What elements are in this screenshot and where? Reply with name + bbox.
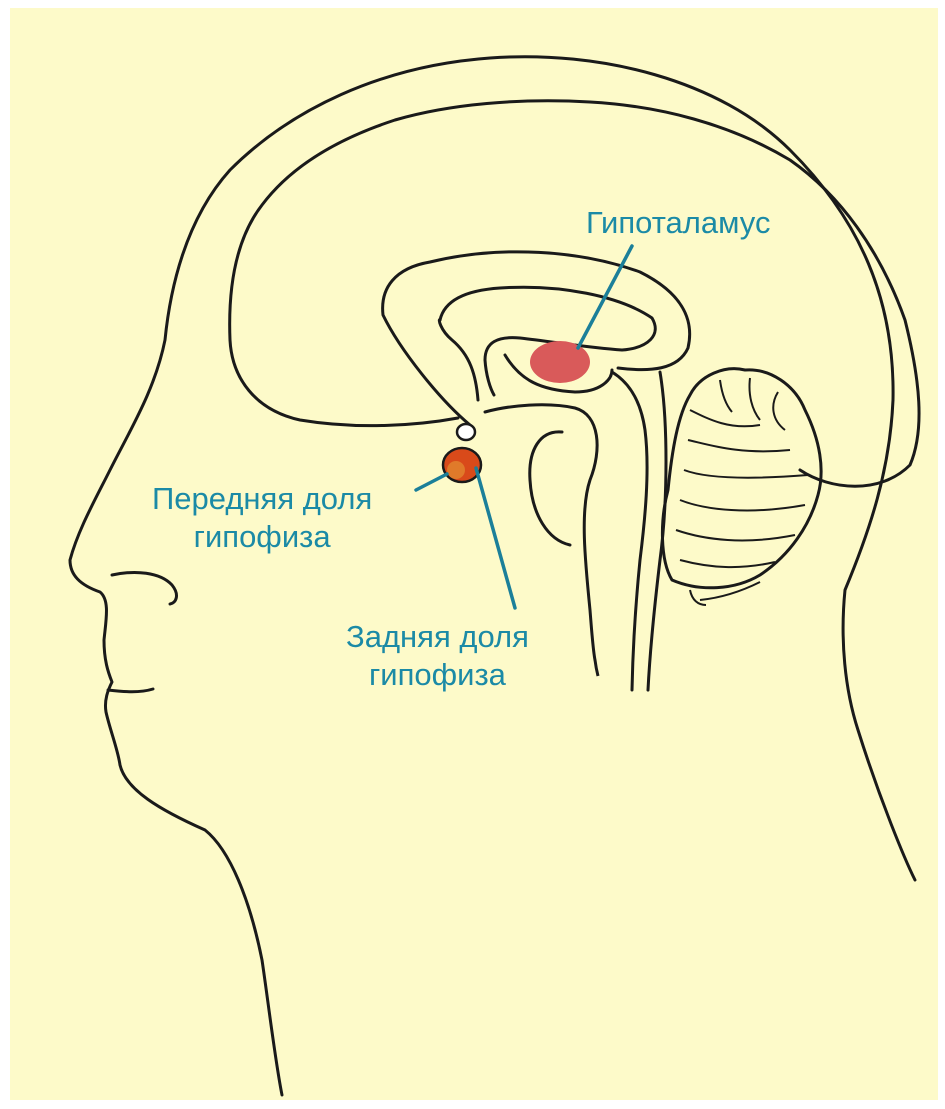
optic-chiasm	[457, 424, 475, 440]
anterior-pituitary-label: Передняя доля гипофиза	[152, 480, 372, 556]
background-panel	[10, 8, 938, 1100]
hypothalamus-region	[530, 341, 590, 383]
hypothalamus-label-text: Гипоталамус	[586, 204, 770, 242]
posterior-pituitary-label: Задняя доля гипофиза	[346, 618, 529, 694]
posterior-pituitary-label-line1: Задняя доля	[346, 618, 529, 656]
hypothalamus-label: Гипоталамус	[586, 204, 770, 242]
anterior-pituitary-label-line2: гипофиза	[152, 518, 372, 556]
anterior-pituitary-label-line1: Передняя доля	[152, 480, 372, 518]
posterior-pituitary-region	[447, 461, 465, 479]
pituitary-gland	[443, 448, 481, 482]
posterior-pituitary-label-line2: гипофиза	[346, 656, 529, 694]
